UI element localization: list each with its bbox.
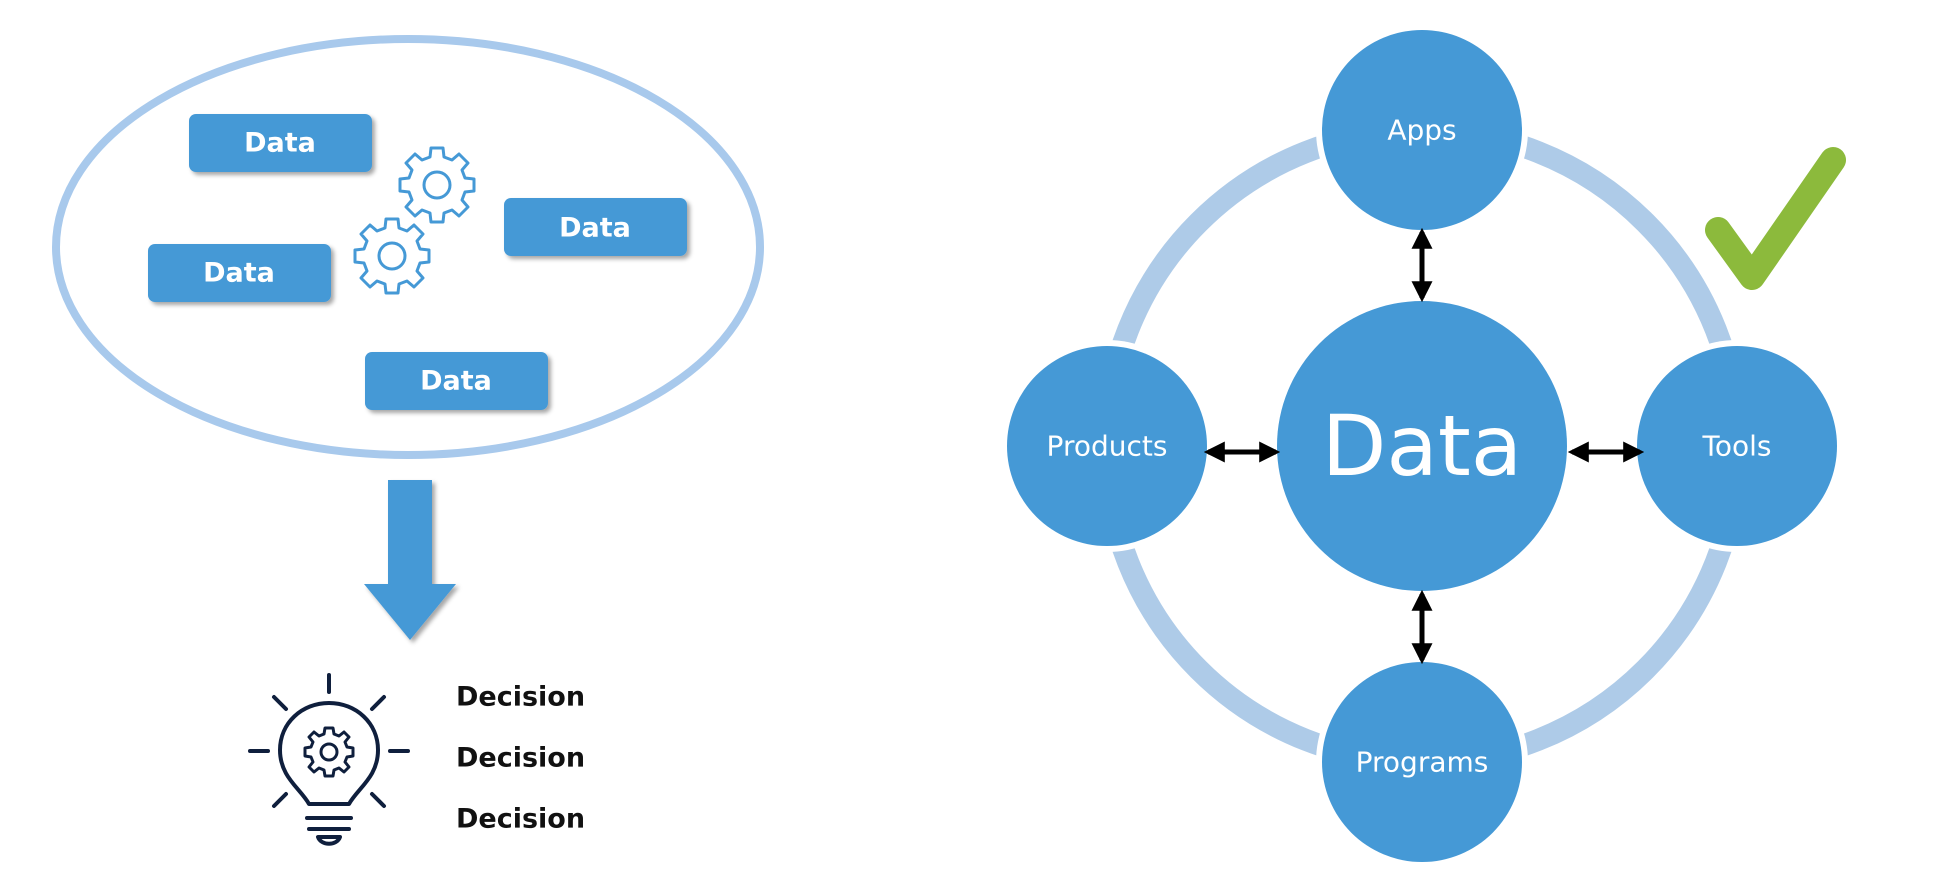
data-box-label: Data xyxy=(420,366,492,397)
decision-label: Decision xyxy=(456,743,585,774)
checkmark-icon xyxy=(1705,147,1846,290)
node-tools-label: Tools xyxy=(1702,430,1772,463)
data-box: Data xyxy=(365,352,548,410)
node-programs-label: Programs xyxy=(1356,746,1489,779)
data-box: Data xyxy=(504,198,687,256)
decision-label: Decision xyxy=(456,804,585,835)
gear-icon xyxy=(353,217,431,295)
right-panel: Apps Products Tools Programs Data xyxy=(1001,24,1846,868)
data-pool-ellipse xyxy=(52,35,764,459)
gear-icon xyxy=(398,146,476,224)
data-box-label: Data xyxy=(244,128,316,159)
node-tools: Tools xyxy=(1631,340,1843,552)
data-box: Data xyxy=(148,244,331,302)
node-apps-label: Apps xyxy=(1387,114,1456,147)
center-data-label: Data xyxy=(1322,397,1523,495)
center-data-node: Data xyxy=(1277,301,1567,591)
decision-label: Decision xyxy=(456,682,585,713)
node-products: Products xyxy=(1001,340,1213,552)
data-box-label: Data xyxy=(559,213,631,244)
node-products-label: Products xyxy=(1047,430,1168,463)
data-box: Data xyxy=(189,114,372,172)
lightbulb-gear-icon xyxy=(248,673,410,846)
node-apps: Apps xyxy=(1316,24,1528,236)
down-arrow-icon xyxy=(364,480,456,640)
left-panel: Data Data Data Data xyxy=(52,35,764,846)
node-programs: Programs xyxy=(1316,656,1528,868)
data-box-label: Data xyxy=(203,258,275,289)
